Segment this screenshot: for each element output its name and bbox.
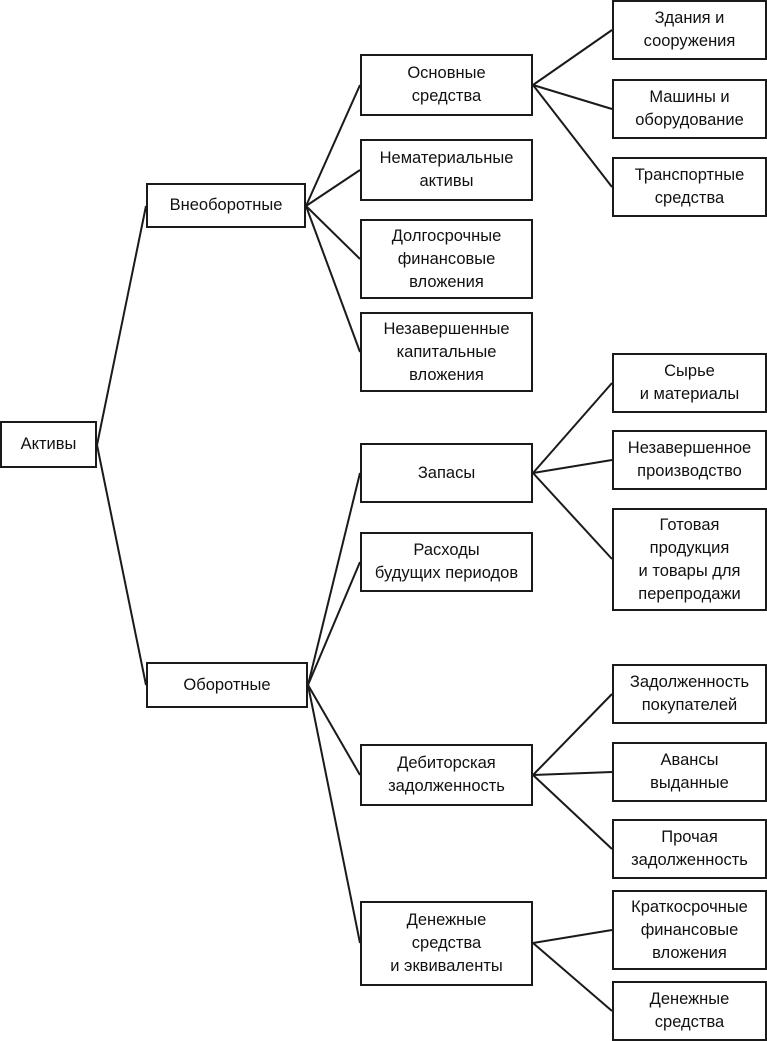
node-label: перепродажи — [638, 584, 741, 603]
connector-line — [532, 929, 613, 944]
node-label: Внеоборотные — [169, 196, 283, 214]
node-label: финансовые — [397, 249, 496, 268]
node-label: Оборотные — [183, 675, 271, 694]
node-raw-materials: Сырье и материалы — [612, 353, 767, 413]
connector-line — [307, 472, 361, 686]
connector-line — [305, 84, 361, 207]
node-label: вложения — [652, 943, 727, 962]
node-label: Долгосрочные — [391, 226, 502, 245]
node-label: Запасы — [417, 463, 476, 482]
connector-line — [532, 472, 613, 560]
connector-line — [96, 205, 147, 446]
node-label: Задолженность — [629, 673, 750, 691]
node-machinery: Машины и оборудование — [612, 79, 767, 139]
node-label: продукция — [649, 538, 730, 557]
node-other-receivables: Прочая задолженность — [612, 819, 767, 879]
node-label: производство — [637, 462, 742, 480]
connector-line — [532, 382, 613, 474]
node-vehicles: Транспортные средства — [612, 157, 767, 217]
node-label: финансовые — [640, 920, 739, 939]
connector-line — [305, 205, 361, 260]
node-label: Здания и — [654, 9, 725, 27]
connector-line — [305, 169, 361, 207]
connector-line — [305, 205, 361, 353]
node-label: вложения — [409, 365, 484, 384]
node-label: и материалы — [639, 385, 740, 403]
node-label: выданные — [650, 774, 729, 792]
node-label: активы — [419, 172, 474, 190]
connector-line — [532, 459, 613, 474]
node-label: Денежные — [406, 911, 487, 929]
node-label: Сырье — [664, 362, 715, 380]
node-label: средства — [411, 934, 482, 952]
node-label: капитальные — [396, 342, 497, 361]
connector-line — [532, 774, 613, 850]
node-finished-goods: Готовая продукция и товары для перепродажи — [612, 508, 767, 611]
node-label: средства — [411, 87, 482, 105]
node-cash: Денежные средства — [612, 981, 767, 1041]
node-label: задолженность — [388, 777, 505, 795]
connector-line — [532, 771, 613, 776]
node-label: средства — [654, 189, 725, 207]
node-label: оборудование — [635, 111, 744, 129]
node-label: средства — [654, 1013, 725, 1031]
node-root-assets: Активы — [0, 421, 97, 468]
node-label: и эквиваленты — [390, 957, 503, 975]
node-label: Краткосрочные — [631, 897, 748, 916]
node-receivables: Дебиторская задолженность — [360, 744, 533, 806]
node-label: Прочая — [661, 828, 718, 846]
node-label: Машины и — [649, 88, 730, 106]
node-non-current-assets: Внеоборотные — [146, 183, 306, 228]
node-label: Нематериальные — [379, 149, 514, 167]
node-label: Готовая — [659, 515, 720, 534]
connector-line — [532, 942, 613, 1012]
node-label: Дебиторская — [397, 754, 496, 772]
node-short-term-investments: Краткосрочные финансовые вложения — [612, 890, 767, 970]
node-advances-issued: Авансы выданные — [612, 742, 767, 802]
connector-line — [96, 444, 147, 686]
node-label: Активы — [20, 435, 77, 453]
node-cash-and-equivalents: Денежные средства и эквиваленты — [360, 901, 533, 986]
node-fixed-assets: Основные средства — [360, 54, 533, 116]
node-label: и товары для — [638, 561, 741, 580]
connector-line — [307, 684, 361, 776]
connector-line — [307, 684, 361, 944]
node-long-term-investments: Долгосрочные финансовые вложения — [360, 219, 533, 299]
node-buildings: Здания и сооружения — [612, 0, 767, 60]
connector-line — [532, 84, 613, 110]
node-label: Расходы — [413, 541, 480, 559]
node-inventories: Запасы — [360, 443, 533, 503]
node-label: задолженность — [631, 851, 748, 869]
node-label: Авансы — [660, 751, 719, 769]
node-customer-receivables: Задолженность покупателей — [612, 664, 767, 724]
node-deferred-expenses: Расходы будущих периодов — [360, 532, 533, 592]
node-label: сооружения — [643, 32, 736, 50]
node-label: Денежные — [649, 990, 730, 1008]
node-label: Основные — [407, 64, 486, 82]
node-label: покупателей — [641, 696, 738, 714]
node-label: будущих периодов — [374, 564, 519, 582]
node-intangible-assets: Нематериальные активы — [360, 139, 533, 201]
connector-line — [532, 84, 613, 188]
node-label: Транспортные — [634, 166, 745, 184]
node-work-in-progress: Незавершенное производство — [612, 430, 767, 490]
node-label: Незавершенные — [383, 319, 510, 338]
connector-line — [532, 693, 613, 776]
connector-line — [307, 561, 361, 686]
node-label: Незавершенное — [627, 439, 752, 457]
connector-line — [532, 29, 613, 86]
node-label: вложения — [409, 272, 484, 291]
node-construction-in-progress: Незавершенные капитальные вложения — [360, 312, 533, 392]
node-current-assets: Оборотные — [146, 662, 308, 708]
